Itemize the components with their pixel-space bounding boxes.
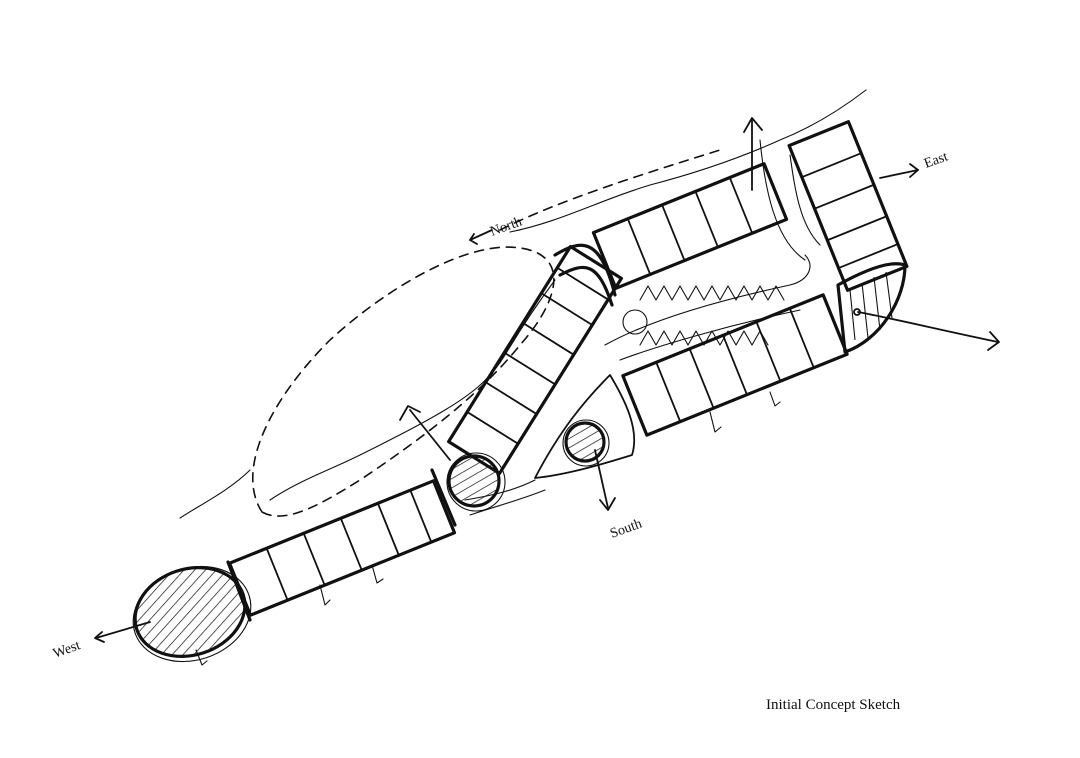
label-west: West xyxy=(51,638,82,662)
south-building-bar xyxy=(621,293,849,437)
south-arrow xyxy=(594,449,616,511)
courtyard-outline xyxy=(604,254,811,361)
central-diagonal-building xyxy=(447,244,623,476)
dashed-landscape-zone xyxy=(252,246,555,517)
label-south: South xyxy=(608,516,644,541)
north-vista-arrow-up xyxy=(743,117,763,191)
site-boundary-line-north-upper xyxy=(179,469,251,519)
east-arrow xyxy=(879,163,919,179)
courtyard-planting-upper xyxy=(639,285,785,301)
label-east: East xyxy=(922,149,950,171)
west-hatched-oval xyxy=(132,565,252,663)
label-north: North xyxy=(488,214,524,239)
access-road-lower xyxy=(464,479,546,516)
sketch-caption: Initial Concept Sketch xyxy=(766,697,901,713)
west-building-connector xyxy=(226,468,457,622)
north-building-bar xyxy=(591,162,789,290)
curved-link-bar xyxy=(553,243,617,307)
access-road xyxy=(759,139,821,261)
small-view-ticks xyxy=(195,391,781,666)
north-arrow xyxy=(469,229,493,245)
site-boundary-line xyxy=(509,89,867,233)
central-hatched-circle xyxy=(446,452,506,512)
courtyard-planting-lower xyxy=(639,330,769,346)
courtyard-small-circle xyxy=(622,309,648,335)
north-vista-arrow-left xyxy=(399,405,451,461)
landscape-edge-wave xyxy=(269,279,556,501)
south-triangular-plaza xyxy=(534,374,636,479)
east-building-bar xyxy=(787,120,909,292)
east-vista-arrow xyxy=(853,308,1000,351)
east-hatched-wedge-hatch xyxy=(849,271,893,341)
south-hatched-circle xyxy=(562,419,610,467)
dashed-path-north xyxy=(499,149,721,231)
west-arrow xyxy=(94,621,151,643)
west-building-bar xyxy=(227,479,457,617)
east-hatched-wedge xyxy=(836,262,907,354)
